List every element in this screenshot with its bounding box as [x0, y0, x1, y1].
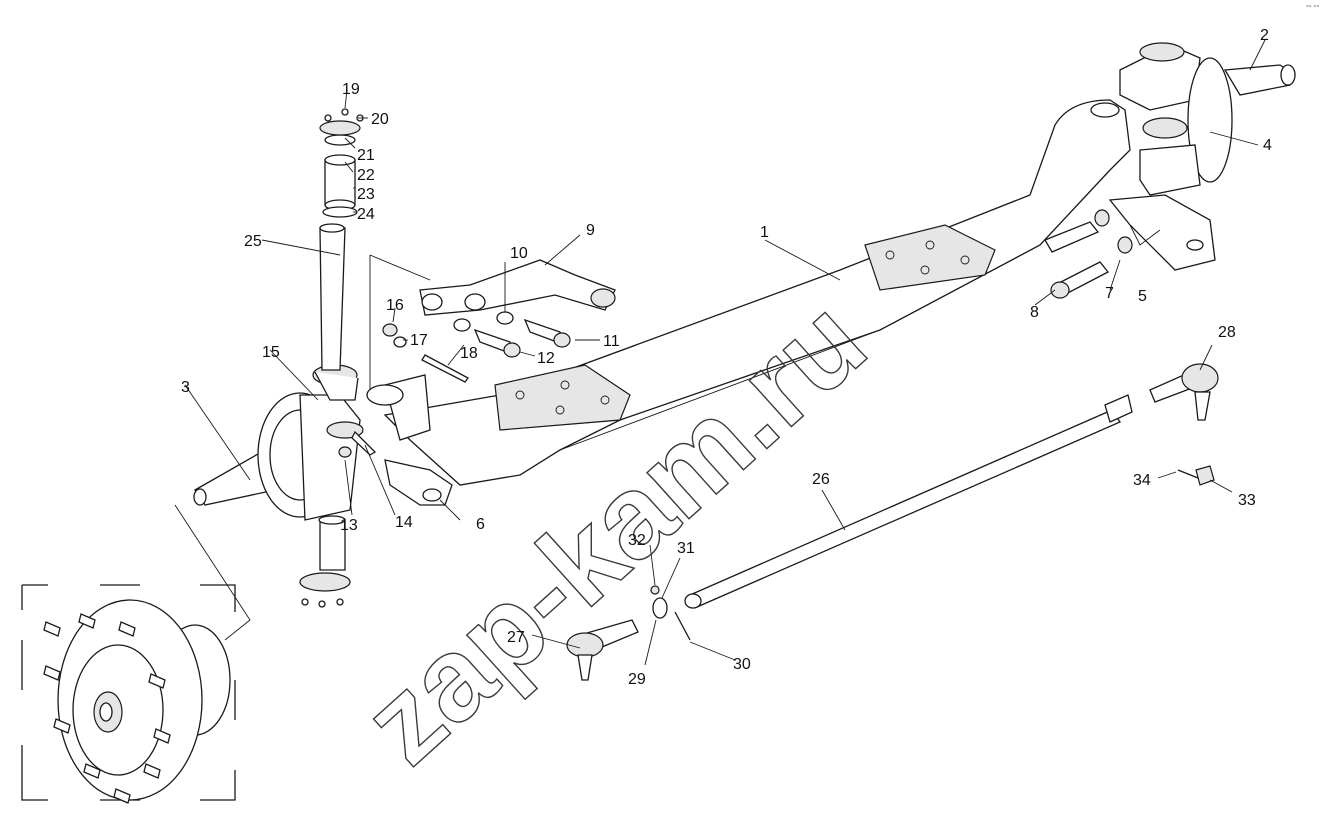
callout-5: 5 [1138, 288, 1147, 305]
callout-15: 15 [262, 344, 280, 361]
callout-33: 33 [1238, 492, 1256, 509]
callout-13: 13 [340, 517, 358, 534]
wheel-hub-assembly [21, 584, 236, 804]
callout-14: 14 [395, 514, 413, 531]
callout-8: 8 [1030, 304, 1039, 321]
callout-16: 16 [386, 297, 404, 314]
axle-beam [366, 99, 1131, 486]
leader-lines [174, 39, 1266, 666]
callout-27: 27 [507, 629, 525, 646]
callout-labels: 1 2 3 4 5 6 7 8 9 10 11 12 13 14 15 16 1… [181, 27, 1272, 688]
watermark: zap-kam.ru [339, 274, 890, 789]
callout-20: 20 [371, 111, 389, 128]
callout-1: 1 [760, 224, 769, 241]
callout-2: 2 [1260, 27, 1269, 44]
callout-7: 7 [1105, 285, 1114, 302]
king-pin-parts [299, 108, 364, 608]
right-steering-knuckle [1044, 42, 1296, 299]
callout-30: 30 [733, 656, 751, 673]
callout-22: 22 [357, 167, 375, 184]
tie-rod [684, 394, 1133, 609]
callout-17: 17 [410, 332, 428, 349]
corner-mark: °° °° [1306, 4, 1319, 12]
callout-3: 3 [181, 379, 190, 396]
callout-9: 9 [586, 222, 595, 239]
callout-28: 28 [1218, 324, 1236, 341]
callout-21: 21 [357, 147, 375, 164]
steering-arm [419, 259, 616, 316]
tie-rod-end-right [1149, 363, 1219, 421]
callout-18: 18 [460, 345, 478, 362]
callout-4: 4 [1263, 137, 1272, 154]
wheel-studs [43, 613, 171, 804]
clamp-parts [650, 465, 1215, 641]
callout-31: 31 [677, 540, 695, 557]
callout-10: 10 [510, 245, 528, 262]
callout-11: 11 [603, 333, 620, 350]
bolts-washers-left [338, 311, 571, 458]
callout-26: 26 [812, 471, 830, 488]
callout-23: 23 [357, 186, 375, 203]
callout-6: 6 [476, 516, 485, 533]
callout-25: 25 [244, 233, 262, 250]
callout-32: 32 [628, 532, 646, 549]
callout-12: 12 [537, 350, 555, 367]
callout-24: 24 [357, 206, 375, 223]
tie-rod-end-left [566, 619, 639, 681]
callout-34: 34 [1133, 472, 1151, 489]
left-steering-knuckle [193, 364, 364, 521]
callout-29: 29 [628, 671, 646, 688]
callout-19: 19 [342, 81, 360, 98]
